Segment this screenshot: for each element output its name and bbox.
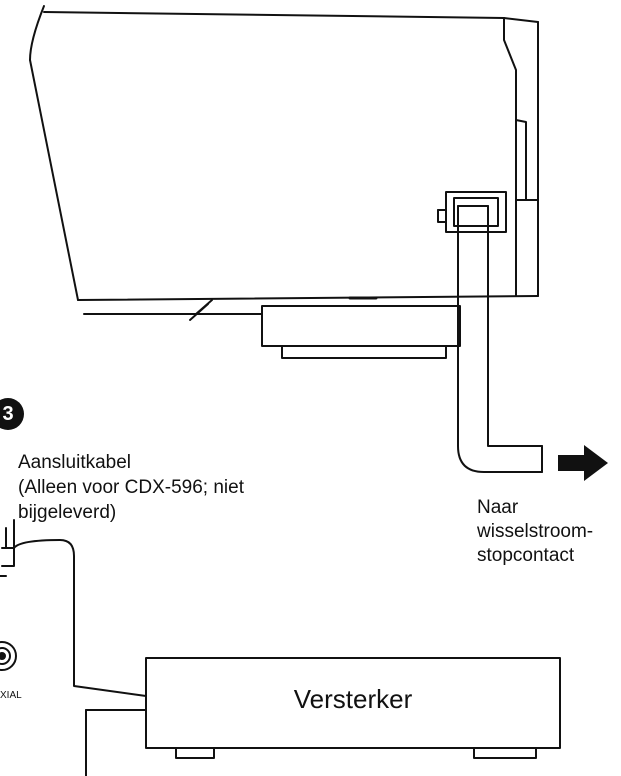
jack-leader-lines [85,709,147,776]
outlet-label-line-2: wisselstroom- [477,521,594,542]
cd-player-unit [29,5,539,321]
coaxial-jack [0,641,17,671]
ac-inlet [437,191,507,233]
outlet-label-line-1: Naar [477,497,519,518]
outlet-label-line-3: stopcontact [477,545,575,566]
coaxial-jack-label: XIAL [0,690,22,701]
power-cord [457,205,543,473]
cable-label-line-3: bijgeleverd) [18,502,117,523]
right-arrow-icon [558,445,608,481]
amplifier-box [145,657,561,759]
cable-label: Aansluitkabel (Alleen voor CDX-596; niet… [18,450,244,525]
connecting-cable [0,519,147,697]
outlet-label: Naar wisselstroom- stopcontact [477,496,593,568]
unit-base [261,296,461,359]
cable-label-line-2: (Alleen voor CDX-596; niet [18,477,244,498]
amplifier-label: Versterker [293,684,413,714]
cable-label-line-1: Aansluitkabel [18,452,132,473]
